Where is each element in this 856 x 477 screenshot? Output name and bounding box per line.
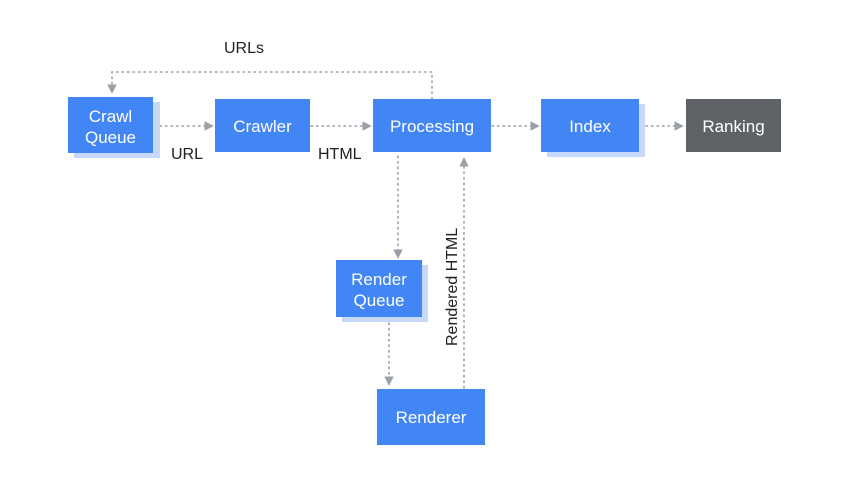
edge-label-urls: URLs	[224, 40, 264, 57]
node-crawler-label: Crawler	[233, 117, 292, 136]
node-index-box	[541, 99, 639, 152]
node-ranking: Ranking	[686, 99, 781, 152]
node-render-queue-line1: Render	[351, 270, 407, 289]
node-crawl-queue: Crawl Queue	[68, 97, 160, 158]
node-ranking-label: Ranking	[702, 117, 764, 136]
node-processing-box	[373, 99, 491, 152]
node-crawl-queue-box	[68, 97, 153, 153]
node-render-queue: Render Queue	[336, 260, 428, 322]
node-processing-label: Processing	[390, 117, 474, 136]
node-render-queue-line2: Queue	[353, 291, 404, 310]
node-ranking-box	[686, 99, 781, 152]
node-renderer: Renderer	[377, 389, 485, 445]
node-crawl-queue-line1: Crawl	[89, 107, 132, 126]
edge-label-url: URL	[171, 146, 203, 163]
edge-label-rendered-html: Rendered HTML	[444, 228, 461, 346]
node-crawler-box	[215, 99, 310, 152]
node-index: Index	[541, 99, 645, 157]
node-render-queue-box	[336, 260, 422, 317]
node-crawler: Crawler	[215, 99, 310, 152]
node-index-label: Index	[569, 117, 611, 136]
node-renderer-label: Renderer	[396, 408, 467, 427]
node-processing: Processing	[373, 99, 491, 152]
node-crawl-queue-line2: Queue	[85, 128, 136, 147]
node-renderer-box	[377, 389, 485, 445]
edge-processing-to-crawl-queue	[107, 71, 433, 100]
edge-label-html: HTML	[318, 146, 362, 163]
